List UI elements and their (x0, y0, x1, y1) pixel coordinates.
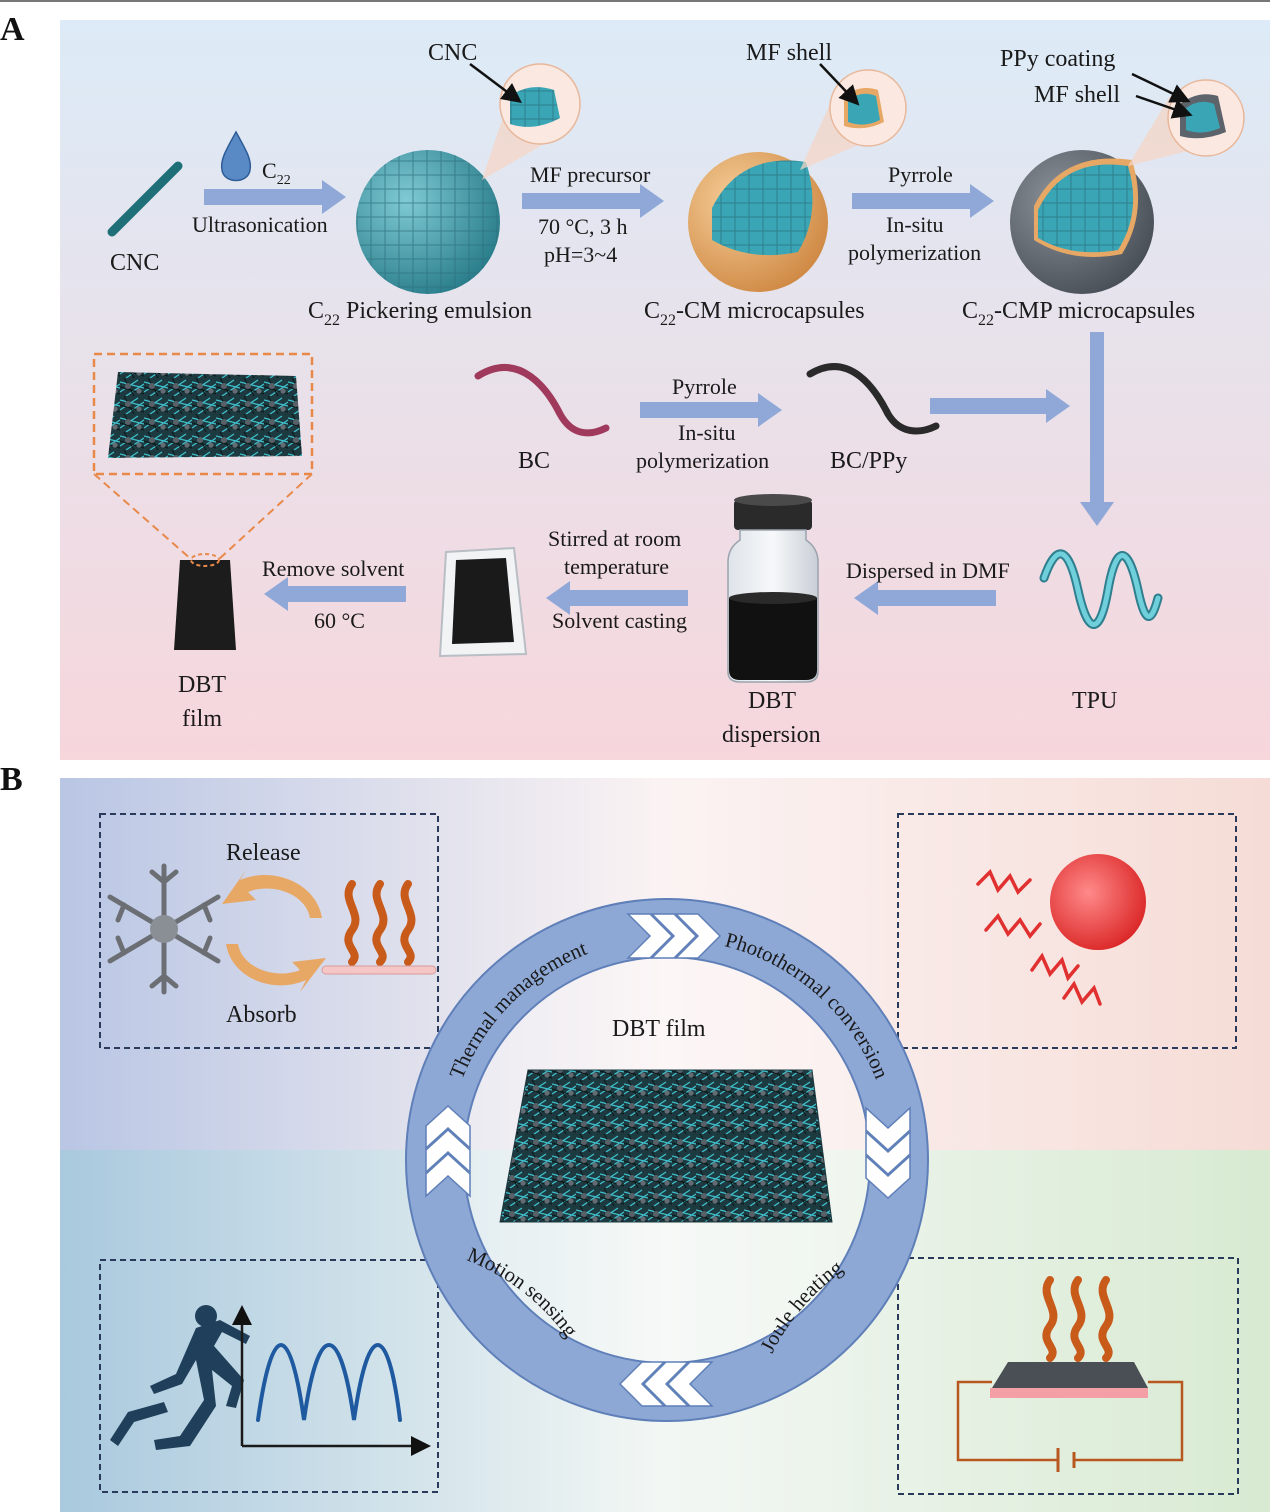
emulsion-zoom-label: CNC (428, 40, 477, 66)
arrow-remove-solvent (264, 577, 406, 611)
cast-line2: temperature (564, 554, 669, 579)
arrow-down-tpu (1080, 332, 1114, 526)
cnc-pointer (469, 63, 522, 103)
chevrons-left (425, 1104, 471, 1198)
step2-line1: MF precursor (530, 162, 651, 187)
cmp-zoom-label1: PPy coating (1000, 46, 1115, 72)
step3-line1: Pyrrole (888, 162, 953, 187)
heat-waves-icon (344, 880, 416, 966)
panel-a-letter: A (0, 11, 25, 48)
droplet-label: C22 (262, 158, 291, 188)
heater-film-icon (992, 1362, 1148, 1388)
mf-shell-pointer-2 (1135, 94, 1193, 119)
release-arrow-icon (222, 870, 322, 918)
motion-signal-wave (256, 1343, 402, 1422)
arrow-step3 (852, 184, 994, 218)
dispersion-line2: dispersion (722, 722, 821, 748)
droplet-icon (220, 130, 252, 182)
arrow-disperse (854, 581, 996, 615)
snowflake-icon (107, 863, 221, 995)
dbt-dispersion-vial (727, 494, 819, 683)
dbt-film-icon (174, 560, 236, 650)
bc-ppy-label: BC/PPy (830, 448, 907, 474)
thermal-management-box (99, 813, 439, 1049)
absorb-label: Absorb (226, 1002, 297, 1028)
chevrons-right (865, 1106, 911, 1200)
cnc-rod-icon (107, 161, 183, 237)
center-label: DBT film (612, 1016, 706, 1042)
bc-step-line1: Pyrrole (672, 374, 737, 399)
film-line2: film (182, 706, 222, 732)
cm-label: C22-CM microcapsules (644, 298, 865, 329)
cm-zoom-label: MF shell (746, 40, 832, 66)
heat-waves-icon-2 (1042, 1276, 1114, 1362)
runner-icon (110, 1305, 250, 1450)
chevrons-top (626, 913, 722, 959)
arrow-bc-ppy (640, 393, 782, 427)
film-zoom-box (92, 352, 314, 476)
film-line1: DBT (178, 672, 226, 698)
arrow-step2 (522, 184, 664, 218)
arrow-bcppy-tpu (930, 389, 1070, 423)
tpu-label: TPU (1072, 688, 1117, 714)
absorb-arrow-icon (226, 944, 326, 992)
step3-line3: polymerization (848, 240, 981, 265)
release-label: Release (226, 840, 301, 866)
bc-step-line2: In-situ (678, 420, 735, 445)
cast-line1: Stirred at room (548, 526, 681, 551)
bc-step-line3: polymerization (636, 448, 769, 473)
emulsion-label: C22 Pickering emulsion (308, 298, 532, 329)
dispersion-line1: DBT (748, 688, 796, 714)
photothermal-box (897, 813, 1237, 1049)
disperse-label: Dispersed in DMF (846, 558, 1010, 583)
bc-ppy-fiber-icon (806, 363, 940, 435)
cnc-rod-label: CNC (110, 250, 159, 276)
heated-strip-icon (321, 965, 437, 975)
bc-fiber-icon (474, 364, 610, 437)
cmp-zoom-label2: MF shell (1034, 82, 1120, 108)
step2-line2: 70 °C, 3 h (538, 214, 627, 239)
remove-line1: Remove solvent (262, 556, 404, 581)
step2-line3: pH=3~4 (544, 242, 617, 267)
arrow-casting (546, 581, 688, 615)
chevrons-bottom (618, 1361, 714, 1407)
heater-glow (990, 1388, 1148, 1398)
ppy-pointer (1131, 72, 1191, 103)
light-rays-icon (976, 868, 1102, 1006)
step1-label: Ultrasonication (192, 212, 328, 237)
cast-line3: Solvent casting (552, 608, 687, 633)
film-microstructure (108, 372, 302, 458)
circuit-wire (956, 1380, 1184, 1462)
sun-icon (1050, 854, 1146, 950)
arrow-step1 (204, 180, 346, 214)
mf-shell-pointer (819, 63, 860, 106)
bc-label: BC (518, 448, 550, 474)
remove-line2: 60 °C (314, 608, 365, 633)
step3-line2: In-situ (886, 212, 943, 237)
joule-heating-box (897, 1257, 1239, 1495)
panel-b-letter: B (0, 761, 23, 798)
dbt-film-microstructure (500, 1070, 832, 1222)
casting-mold (438, 546, 528, 658)
cmp-label: C22-CMP microcapsules (962, 298, 1195, 329)
motion-sensing-box (99, 1259, 439, 1493)
pickering-emulsion-sphere (356, 63, 581, 294)
